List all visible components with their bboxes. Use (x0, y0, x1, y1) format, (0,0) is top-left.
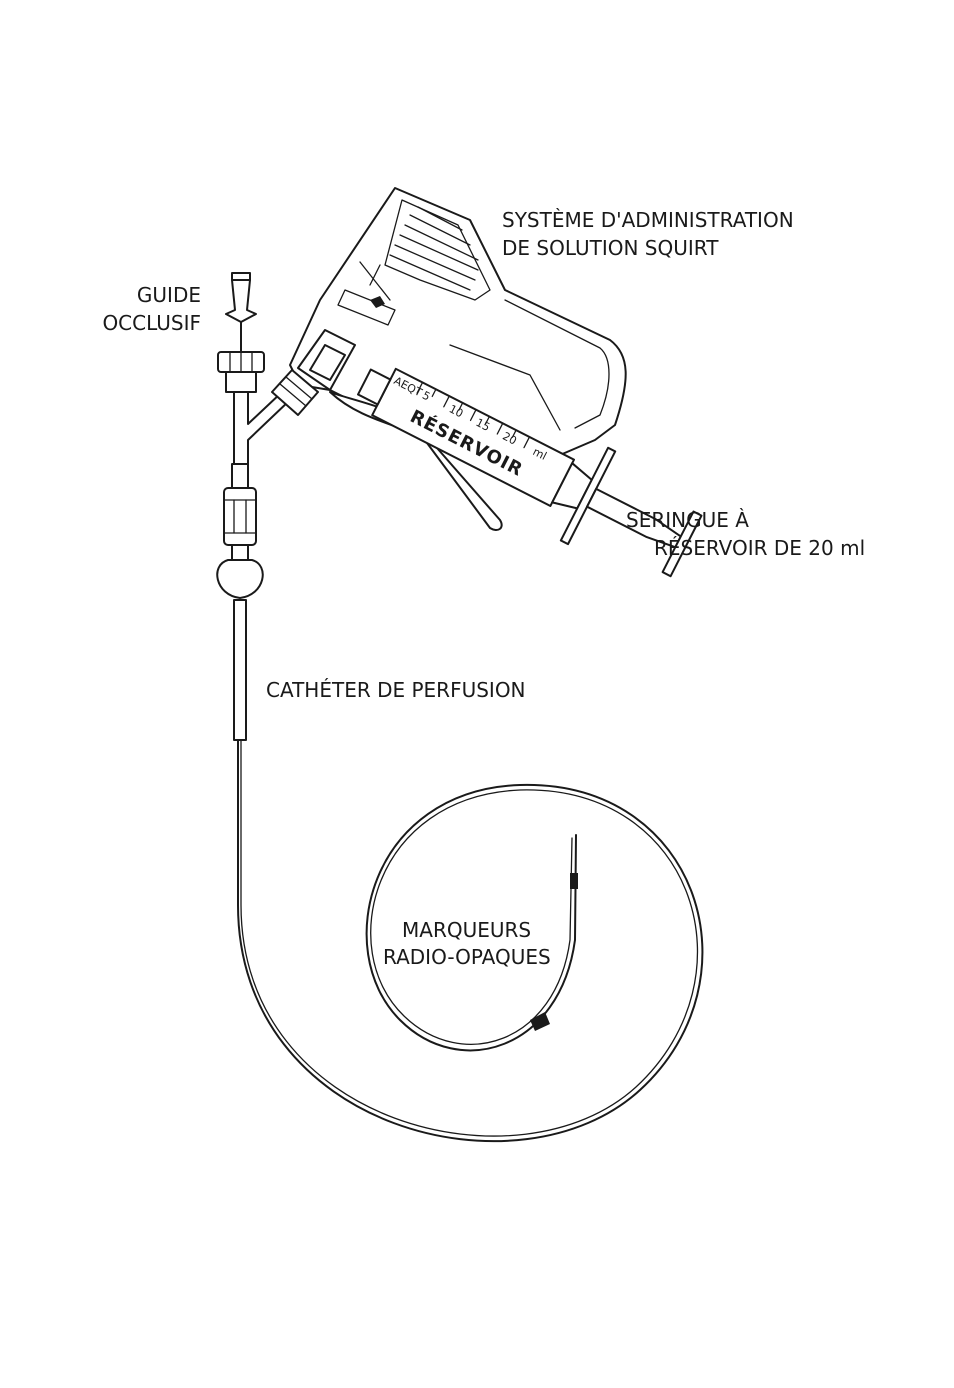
radiopaque-marker (530, 1012, 550, 1031)
label-radiopaque-markers: RADIO-OPAQUES (383, 945, 551, 969)
label-infusion-catheter: CATHÉTER DE PERFUSION (266, 678, 526, 702)
label-reservoir-syringe: SERINGUE À (626, 508, 749, 532)
label-squirt-system: SYSTÈME D'ADMINISTRATION (502, 208, 794, 232)
occlusive-guide (226, 273, 256, 352)
label-radiopaque-markers: MARQUEURS (402, 918, 531, 942)
label-occlusive-guide: OCCLUSIF (102, 311, 201, 335)
radiopaque-marker (570, 873, 578, 889)
label-occlusive-guide: GUIDE (137, 283, 201, 307)
label-reservoir-syringe: RÉSERVOIR DE 20 ml (654, 536, 865, 560)
label-squirt-system: DE SOLUTION SQUIRT (502, 236, 719, 260)
